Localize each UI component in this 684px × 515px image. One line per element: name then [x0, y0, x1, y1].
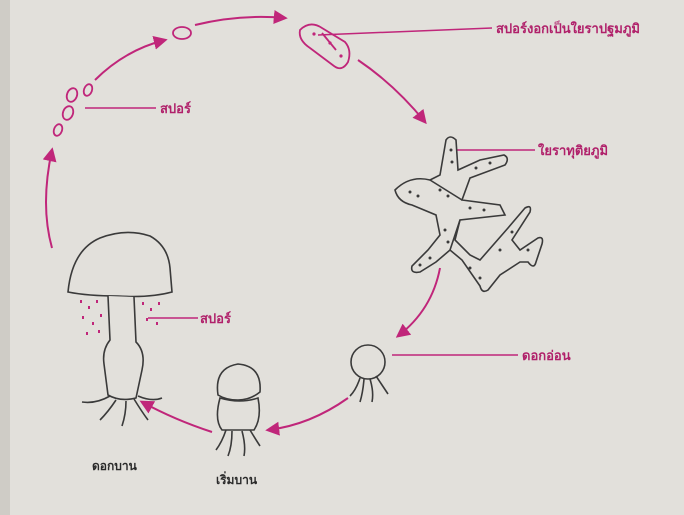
arrow-secondary-to-young: [398, 268, 440, 336]
label-primary-hypha: สปอร์งอกเป็นใยราปฐมภูมิ: [496, 19, 640, 38]
open-mushroom: [68, 232, 172, 426]
opening-fruiting-body: [216, 364, 260, 456]
young-fruiting-body: [350, 345, 388, 402]
label-start-opening: เริ่มบาน: [216, 471, 258, 487]
label-spore-top: สปอร์: [160, 101, 191, 117]
arrow-young-to-opening: [268, 398, 348, 430]
label-spore-bottom: สปอร์: [200, 311, 231, 327]
arrow-germination-to-secondary: [358, 60, 425, 122]
leader-lines: [85, 28, 535, 355]
label-young-fruiting-body: ดอกอ่อน: [522, 349, 571, 364]
single-spore: [173, 27, 191, 39]
arrow-spore-to-germination: [195, 17, 285, 25]
label-secondary-hypha: ใยราทุติยภูมิ: [538, 142, 608, 159]
arrow-spores-to-spore: [95, 40, 165, 80]
arrow-opening-to-open: [142, 402, 212, 432]
label-open-fruiting-body: ดอกบาน: [92, 459, 138, 473]
germinating-spore: [300, 24, 350, 68]
spore-cluster: [52, 83, 94, 137]
arrow-open-to-spores: [46, 150, 52, 248]
